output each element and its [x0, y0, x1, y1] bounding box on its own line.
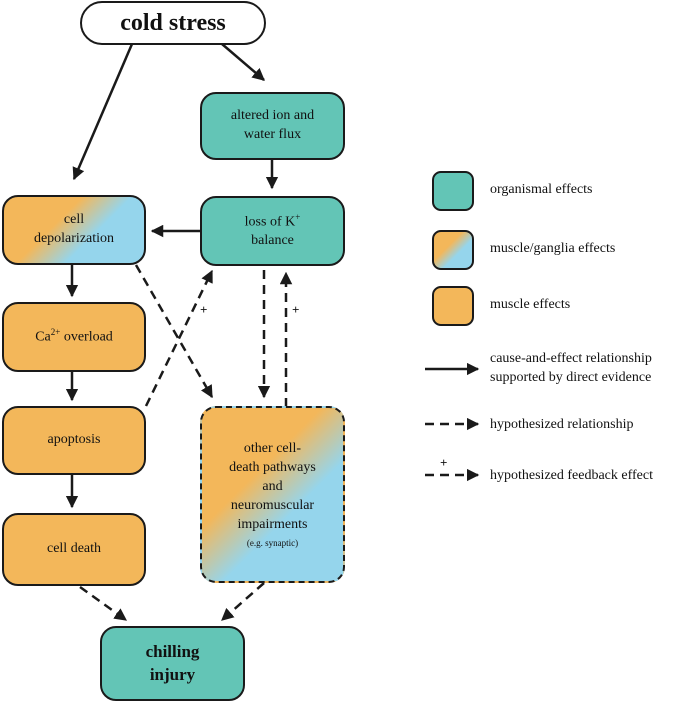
- legend-swatch-muscle-ganglia: [432, 230, 474, 270]
- node-cell-death: cell death: [2, 513, 146, 586]
- arrow-cold-to-ion: [221, 43, 265, 81]
- node-altered-ion-line1: altered ion and: [230, 108, 315, 124]
- legend-label-muscle: muscle effects: [490, 297, 571, 312]
- node-altered-ion-flux: altered ion and water flux: [200, 92, 345, 160]
- node-chilling-line1: chilling: [145, 641, 200, 661]
- node-other-line2: death pathways: [229, 460, 316, 476]
- node-chilling-line2: injury: [149, 664, 196, 684]
- node-loss-of-k-balance: loss of K+ balance: [200, 196, 345, 266]
- node-other-line5: impairments: [237, 516, 308, 532]
- node-other-example: (e.g. synaptic): [246, 537, 299, 548]
- node-ca-superscript: 2+: [50, 327, 61, 338]
- node-ca-prefix: Ca: [35, 329, 51, 345]
- node-apoptosis-label: apoptosis: [47, 432, 101, 448]
- node-cold-stress-label: cold stress: [120, 9, 226, 36]
- node-other-pathways: other cell- death pathways and neuromusc…: [200, 406, 345, 583]
- legend-label-organismal: organismal effects: [490, 182, 593, 197]
- node-cell-depol-line2: depolarization: [33, 231, 115, 246]
- feedback-plus-other: +: [292, 302, 300, 317]
- node-other-line1: other cell-: [243, 441, 302, 457]
- legend-swatch-organismal: [432, 171, 474, 211]
- node-other-line4: neuromuscular: [230, 497, 315, 513]
- legend-feedback-plus: +: [440, 455, 448, 470]
- arrow-other-to-chilling: [221, 582, 265, 621]
- legend-label-direct-line2: supported by direct evidence: [490, 370, 652, 385]
- node-ca-overload: Ca2+ overload: [2, 302, 146, 372]
- legend-label-direct-line1: cause-and-effect relationship: [490, 351, 652, 366]
- legend-label-hypothesized: hypothesized relationship: [490, 417, 634, 432]
- node-loss-k-line1: loss of K: [244, 214, 296, 230]
- arrow-cold-to-depol: [72, 43, 134, 181]
- node-other-line3: and: [262, 478, 283, 494]
- node-loss-k-superscript: +: [295, 211, 301, 222]
- node-apoptosis: apoptosis: [2, 406, 146, 475]
- node-chilling-injury: chilling injury: [100, 626, 245, 701]
- node-altered-ion-line2: water flux: [243, 127, 302, 142]
- legend-label-muscle-ganglia: muscle/ganglia effects: [490, 241, 616, 256]
- node-cell-depolarization: cell depolarization: [2, 195, 146, 265]
- node-loss-k-line2: balance: [251, 233, 294, 249]
- arrow-depol-to-other: [134, 264, 214, 399]
- node-cold-stress: cold stress: [80, 1, 266, 45]
- node-ca-suffix: overload: [60, 329, 113, 345]
- legend-swatch-muscle: [432, 286, 474, 326]
- node-cell-death-label: cell death: [46, 541, 102, 557]
- node-cell-depol-line1: cell: [63, 212, 85, 228]
- arrow-death-to-chilling: [79, 585, 128, 622]
- legend-label-feedback: hypothesized feedback effect: [490, 468, 653, 483]
- feedback-plus-apoptosis: +: [200, 302, 208, 317]
- arrow-apoptosis-to-k: [144, 269, 214, 407]
